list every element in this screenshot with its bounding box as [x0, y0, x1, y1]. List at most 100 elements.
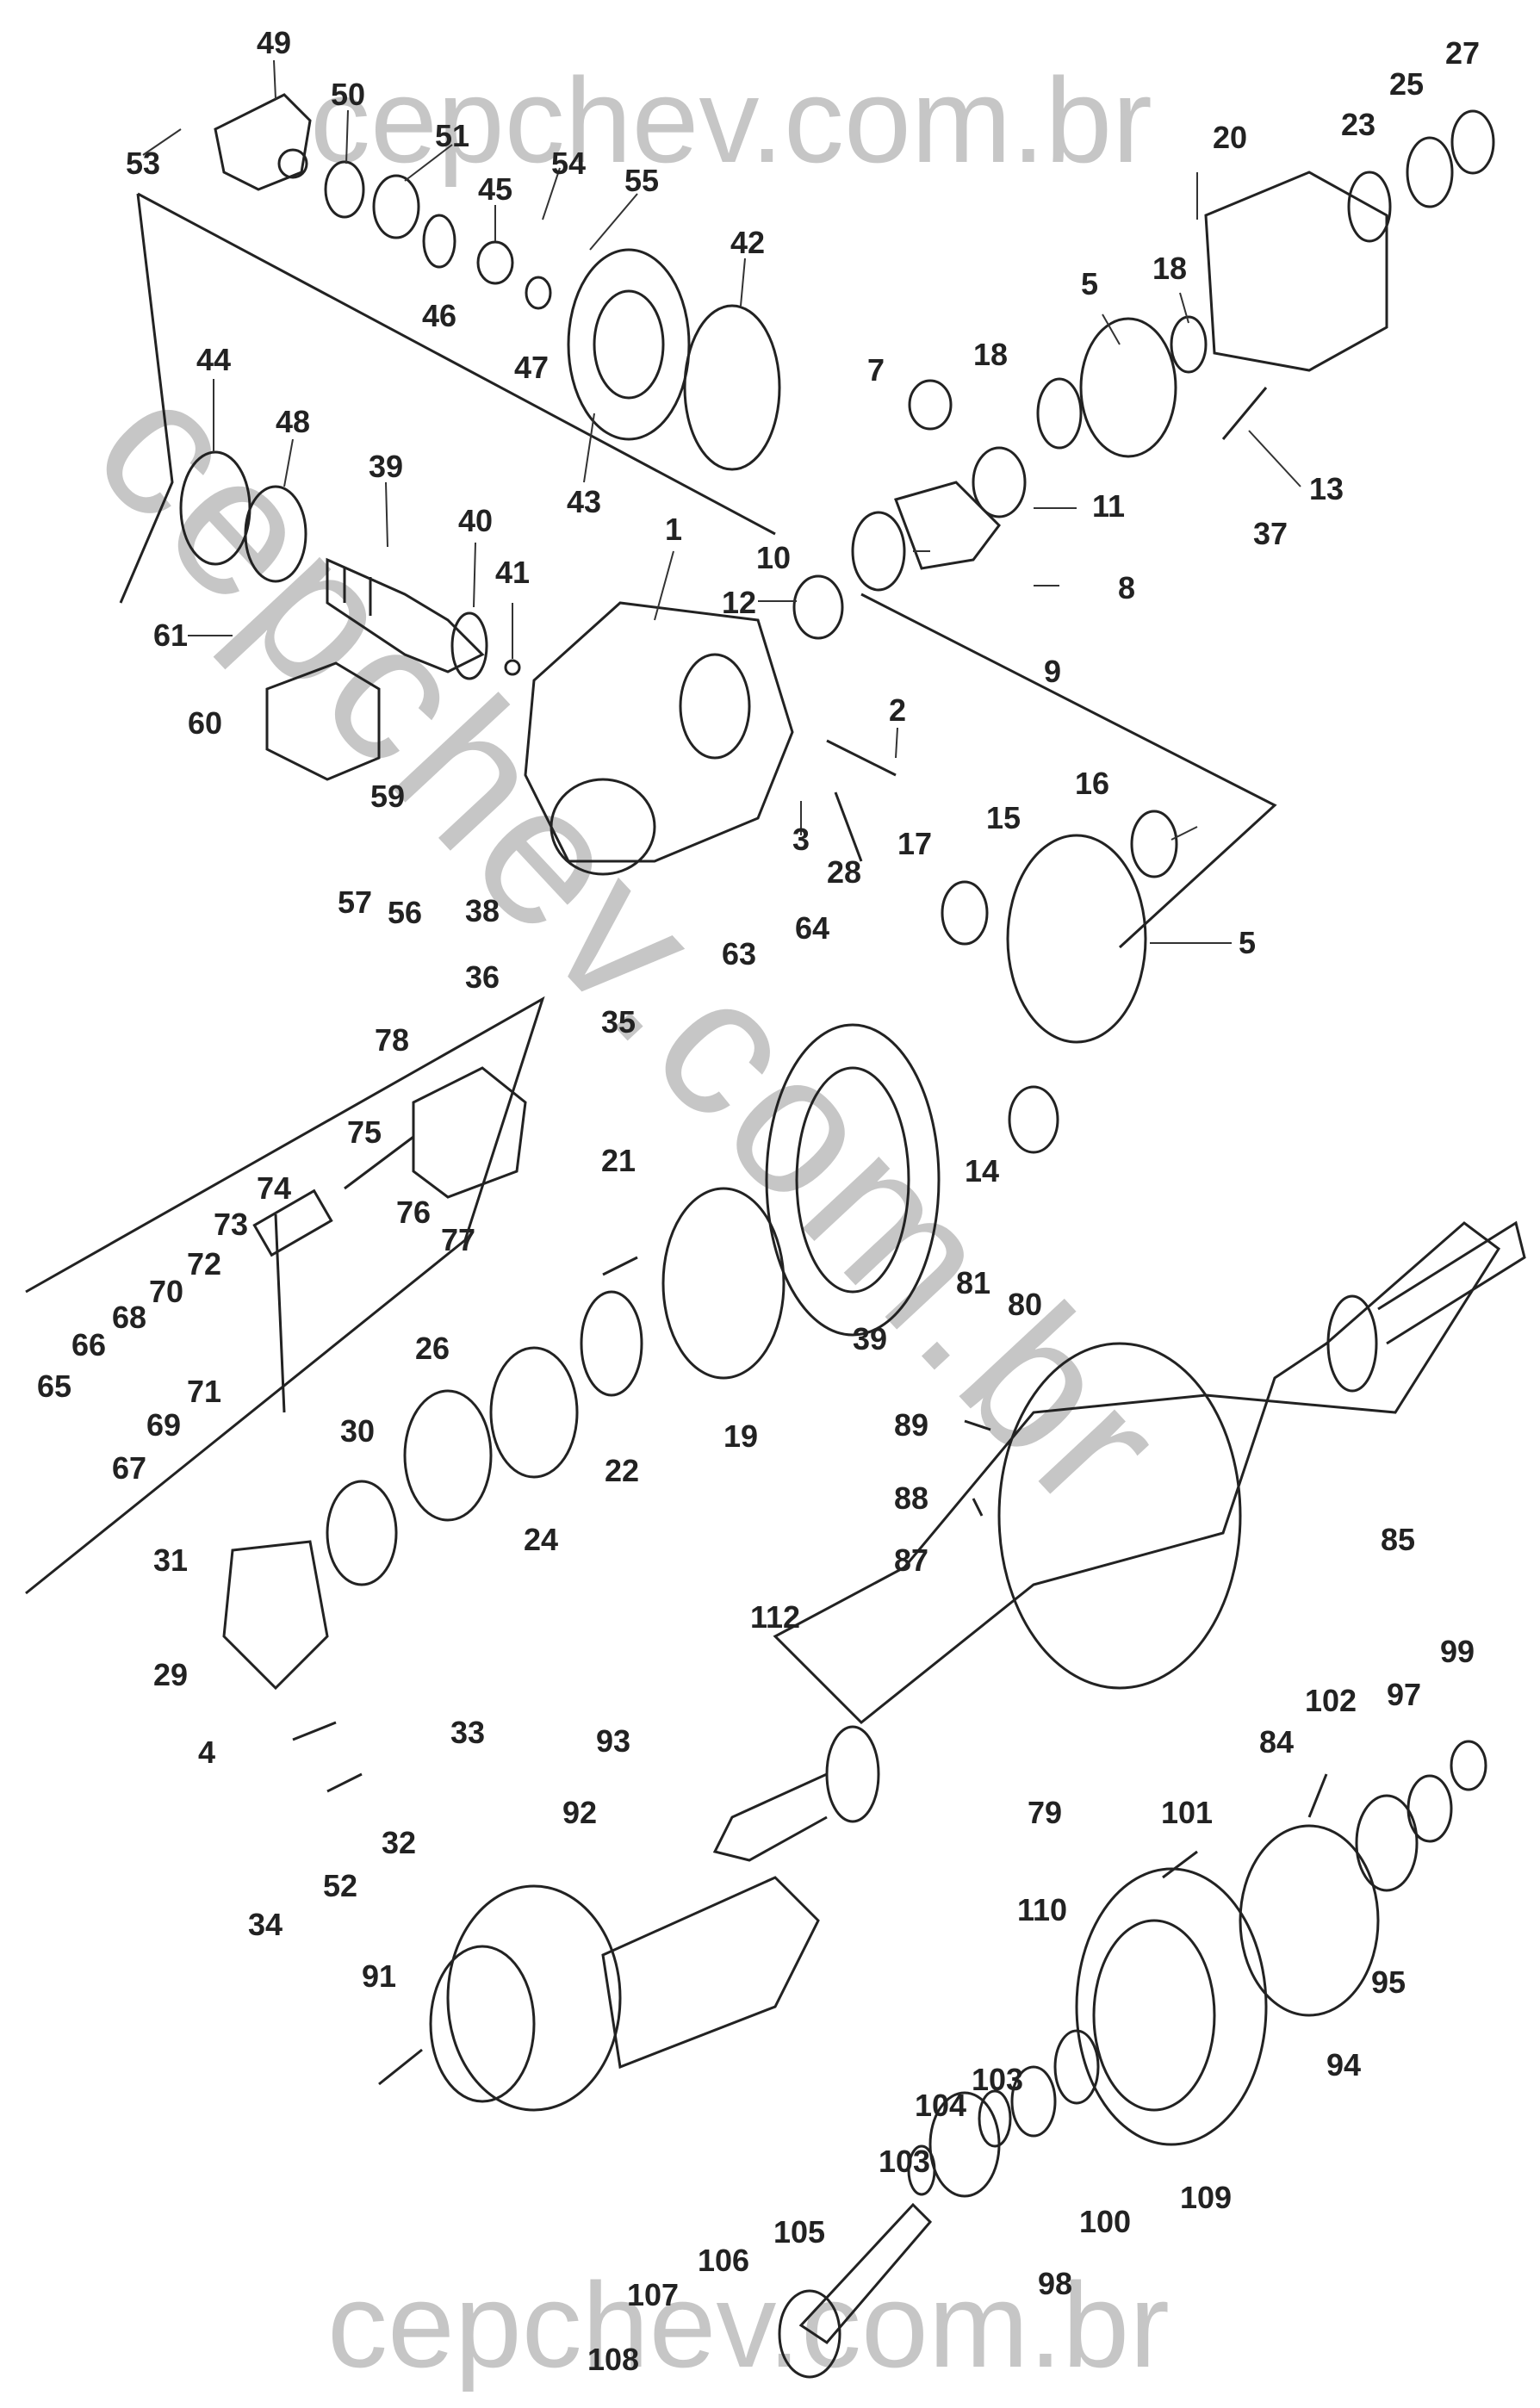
callout-42: 42	[730, 225, 766, 260]
callout-18-top: 18	[1152, 251, 1188, 286]
cup-25	[1406, 136, 1454, 208]
callout-16: 16	[1074, 766, 1110, 801]
gear-30	[326, 1480, 398, 1586]
stud-32	[326, 1772, 363, 1793]
callout-73: 73	[213, 1207, 249, 1242]
callout-29: 29	[152, 1657, 189, 1692]
callout-35: 35	[600, 1004, 636, 1040]
callout-84: 84	[1258, 1724, 1295, 1759]
group-outline-diff	[860, 593, 1277, 949]
watermark-bottom: cepchev.com.br	[327, 2257, 1170, 2392]
callout-74: 74	[256, 1170, 292, 1206]
piston-74	[252, 1188, 333, 1257]
housing-77	[412, 1066, 527, 1199]
drum-inner-109	[1092, 1919, 1216, 2112]
cup-44	[179, 450, 251, 566]
callout-97: 97	[1386, 1677, 1422, 1712]
hub-94	[1239, 1824, 1380, 2017]
callout-18-left: 18	[972, 337, 1009, 372]
axle-housing-79	[712, 1220, 1526, 1862]
callout-49: 49	[256, 25, 292, 60]
group-outline-shift	[25, 996, 545, 1595]
callout-91: 91	[361, 1958, 397, 1994]
case-half-5-top	[1079, 317, 1177, 458]
callout-80: 80	[1007, 1287, 1043, 1322]
callout-48: 48	[275, 404, 311, 439]
callout-99: 99	[1439, 1634, 1475, 1669]
callout-98: 98	[1037, 2266, 1073, 2301]
callout-105: 105	[773, 2214, 826, 2250]
bearing-cage-inner-43	[593, 289, 665, 400]
callout-112: 112	[749, 1599, 801, 1635]
cover-31	[222, 1540, 329, 1691]
callout-14: 14	[964, 1153, 1000, 1188]
bearing-95	[1355, 1794, 1419, 1892]
shaft-105	[798, 2202, 933, 2344]
gear-15	[941, 880, 989, 946]
callout-56: 56	[387, 895, 423, 930]
callout-79: 79	[1027, 1795, 1063, 1830]
bearing-22	[580, 1290, 643, 1397]
callout-78: 78	[374, 1022, 410, 1058]
callout-32: 32	[381, 1825, 417, 1860]
callout-28: 28	[826, 854, 862, 890]
callout-61: 61	[152, 618, 189, 653]
callout-26: 26	[414, 1331, 450, 1366]
nut-27	[1450, 109, 1495, 175]
callout-93: 93	[595, 1723, 631, 1759]
fitting-89	[964, 1419, 991, 1431]
gear-16	[1130, 810, 1178, 878]
gasket-42	[683, 304, 781, 471]
ring-gear-39	[765, 1023, 941, 1337]
callout-67: 67	[111, 1450, 147, 1486]
bearing-cone-46	[422, 214, 456, 269]
flange-19	[661, 1187, 786, 1380]
callout-57: 57	[337, 884, 373, 920]
callout-54: 54	[550, 146, 587, 181]
callout-88: 88	[893, 1480, 929, 1516]
ring-41	[504, 659, 521, 676]
callout-25: 25	[1388, 66, 1425, 102]
callout-68: 68	[111, 1300, 147, 1335]
callout-15: 15	[985, 800, 1021, 835]
callout-59: 59	[369, 779, 406, 814]
bearing-40	[450, 611, 488, 680]
callout-23: 23	[1340, 107, 1376, 142]
callout-45: 45	[477, 171, 513, 207]
spring-75	[344, 1135, 414, 1190]
housing-60	[265, 661, 381, 781]
bearing-98	[1010, 2065, 1057, 2138]
callout-109: 109	[1179, 2180, 1233, 2215]
callout-55: 55	[624, 163, 660, 198]
callout-21: 21	[600, 1143, 636, 1178]
washer-99	[1450, 1740, 1487, 1791]
callout-108: 108	[587, 2342, 640, 2377]
callout-17: 17	[897, 826, 933, 861]
callout-85: 85	[1380, 1522, 1416, 1557]
callout-30: 30	[339, 1413, 376, 1449]
washer-18	[1036, 377, 1083, 450]
callout-94: 94	[1326, 2047, 1362, 2082]
callout-20: 20	[1212, 120, 1248, 155]
group-outline-shift-inner	[274, 1213, 286, 1413]
callout-101: 101	[1160, 1795, 1214, 1830]
callout-5-bottom: 5	[1238, 925, 1257, 960]
callout-39-pinion: 39	[368, 449, 404, 484]
callout-89: 89	[893, 1407, 929, 1443]
callout-64: 64	[794, 910, 830, 946]
bearing-51	[372, 174, 420, 239]
drum-109	[1075, 1867, 1268, 2146]
stud-102	[1307, 1773, 1328, 1818]
callout-31: 31	[152, 1542, 189, 1578]
callout-76: 76	[395, 1195, 432, 1230]
callout-9: 9	[1043, 654, 1062, 689]
shim-47	[525, 276, 552, 310]
callout-51: 51	[434, 118, 470, 153]
callout-12: 12	[721, 585, 757, 620]
callout-8: 8	[1117, 570, 1136, 605]
callout-11: 11	[1091, 488, 1126, 524]
gear-14	[1008, 1085, 1059, 1154]
callout-87: 87	[893, 1542, 929, 1578]
